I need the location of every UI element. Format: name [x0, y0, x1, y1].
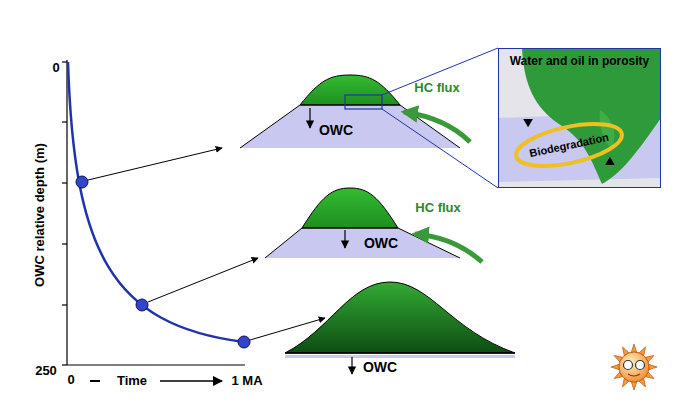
sun-ray	[611, 364, 619, 369]
trap-3	[285, 282, 515, 374]
process-ellipse: Biodegradation	[510, 114, 628, 176]
axis-tick-label: 250	[35, 364, 57, 378]
flow-marker	[605, 157, 615, 165]
owc-label: OWC	[363, 360, 397, 375]
sun-ray	[631, 382, 636, 390]
depth-curve	[68, 62, 244, 342]
porosity-inset	[498, 48, 661, 188]
flux-label: HC flux	[415, 201, 461, 215]
flux-label: HC flux	[414, 81, 460, 95]
trap-2	[265, 188, 482, 262]
sun-sticker	[611, 344, 657, 390]
axis-tick-label: 1 MA	[231, 374, 262, 388]
axis-tick-label: 0	[52, 61, 59, 75]
owc-label: OWC	[319, 123, 353, 138]
axis-tick-label: 0	[67, 373, 74, 387]
sun-ray	[631, 344, 636, 352]
curve-dots	[76, 176, 250, 348]
flow-marker	[523, 119, 533, 127]
axis-title: OWC relative depth (m)	[33, 143, 47, 287]
owc-label: OWC	[364, 236, 398, 251]
sun-ray	[649, 364, 657, 369]
axis-title: Time	[117, 374, 147, 388]
ellipse-outline	[512, 116, 625, 174]
trap-1	[240, 48, 498, 188]
chart-axes	[62, 60, 245, 381]
inset-box: Water and oil in porosityBiodegradation	[498, 48, 661, 188]
box-heading: Water and oil in porosity	[507, 55, 652, 68]
